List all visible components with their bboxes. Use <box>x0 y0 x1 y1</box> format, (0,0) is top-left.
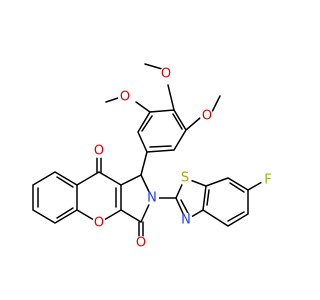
atom-symbol: O <box>94 144 104 159</box>
bond <box>98 171 122 186</box>
atom-O-ring: O <box>92 216 106 231</box>
atom-S-thiazole: S <box>178 171 192 186</box>
bond-lines <box>32 63 263 237</box>
atom-O-methoxy-right: O <box>200 109 214 124</box>
bond-double-inner <box>141 115 153 132</box>
atom-symbol: F <box>264 173 271 188</box>
bond <box>105 97 119 103</box>
bond <box>120 209 142 223</box>
atom-F: F <box>261 173 275 188</box>
bond <box>76 171 100 186</box>
bond <box>211 95 221 113</box>
bond <box>247 181 263 191</box>
atom-symbol: O <box>120 90 130 105</box>
bond-double-inner <box>172 113 183 130</box>
atom-N-thiazole: N <box>179 213 193 228</box>
atom-O-methoxy-top: O <box>159 67 173 82</box>
bond-double-inner <box>56 207 74 219</box>
atom-O-carbonyl-top: O <box>92 144 106 159</box>
bond <box>185 117 201 131</box>
atom-symbol: S <box>181 171 189 186</box>
atom-symbol: N <box>147 191 157 206</box>
bond <box>32 171 78 224</box>
bond-double-inner <box>227 211 245 222</box>
atom-O-carbonyl-bottom: O <box>134 236 148 251</box>
bond-double-inner <box>149 145 172 148</box>
bond-double-inner <box>229 182 245 193</box>
bond <box>135 101 151 113</box>
atom-O-methoxy-left: O <box>118 90 132 105</box>
bond <box>144 63 163 70</box>
molecule-structure-diagram: O O O N N S F O <box>32 63 275 251</box>
bond <box>140 151 148 176</box>
atom-N-imide: N <box>145 191 159 206</box>
bond-double-inner <box>206 189 210 206</box>
bond-double-inner <box>180 199 190 216</box>
atom-symbol: O <box>161 67 171 82</box>
bond <box>120 174 142 186</box>
bond-double-inner <box>56 176 74 188</box>
atom-labels: O O O N N S F O <box>92 67 275 251</box>
bond <box>202 177 249 227</box>
atom-symbol: O <box>202 109 212 124</box>
bond <box>167 84 175 111</box>
atom-symbol: O <box>94 216 104 231</box>
atom-symbol: N <box>181 213 191 228</box>
atom-symbol: O <box>136 236 146 251</box>
